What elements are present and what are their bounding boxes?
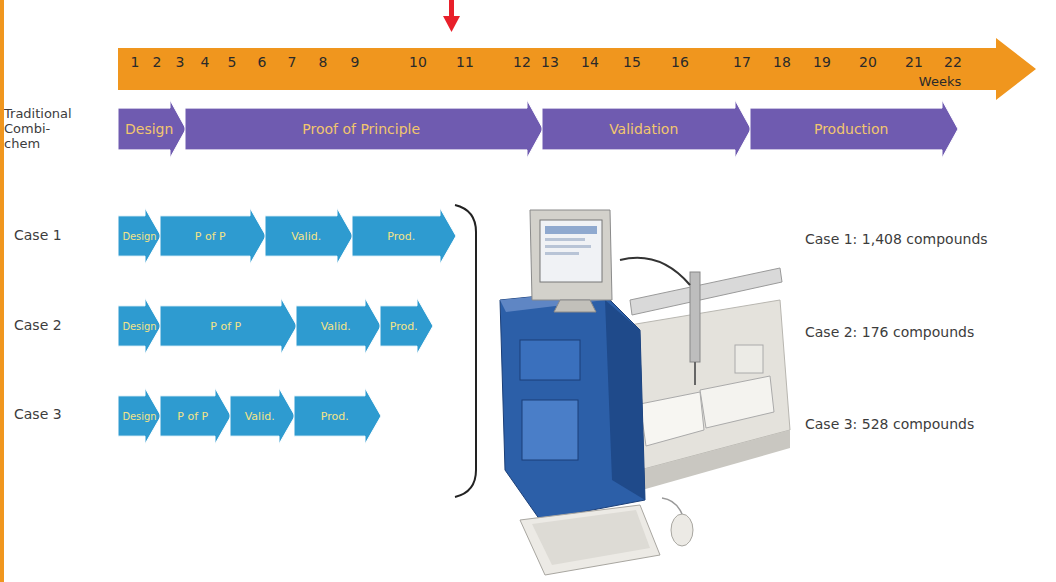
row-label: Traditional Combi-chem [4,106,66,151]
phase-chevron: Proof of Principle [185,100,543,158]
phase-name: Design [122,321,156,332]
week-number: 13 [541,54,559,70]
phase-chevron: Design [118,388,161,444]
left-rule [0,0,4,582]
arrow-shape [118,38,1036,100]
arrow-outline [352,208,456,264]
week-number: 18 [773,54,791,70]
phase-name: Valid. [245,410,281,423]
phase-name: Proof of Principle [302,121,425,137]
phase-name: Design [125,121,179,137]
phase-name: Prod. [321,410,355,423]
group-bracket [455,205,476,497]
phase-name: Validation [609,121,684,137]
phase-chevron: Validation [542,100,751,158]
week-number: 8 [319,54,328,70]
compound-count: Case 2: 176 compounds [805,324,974,341]
instrument-illustration [500,210,790,575]
compound-count: Case 3: 528 compounds [805,416,974,433]
arrow-outline [750,100,958,158]
phase-chevron: P of P [160,298,297,354]
arrow-outline [160,298,297,354]
week-number: 16 [671,54,689,70]
arrow-outline [265,208,353,264]
arrow-outline [118,298,161,354]
arrow-outline [294,388,381,444]
arrow-outline [118,208,161,264]
phase-chevron: Design [118,298,161,354]
compound-count: Case 1: 1,408 compounds [805,231,988,248]
week-number: 11 [456,54,474,70]
arrow-outline [118,388,161,444]
phase-chevron: Prod. [294,388,381,444]
phase-name: Valid. [291,230,327,243]
phase-chevron: P of P [160,208,266,264]
week-number: 15 [623,54,641,70]
arrow-outline [542,100,751,158]
phase-name: Design [122,231,156,242]
timeline-arrow: 12345678910111213141516171819202122Weeks [118,38,1036,100]
phase-chevron: Valid. [265,208,353,264]
phase-name: Design [122,411,156,422]
phase-chevron: Valid. [296,298,381,354]
phase-name: Valid. [321,320,357,333]
week-number: 21 [905,54,923,70]
phase-name: P of P [177,410,213,423]
phase-name: P of P [210,320,246,333]
arrow-outline [230,388,295,444]
week-number: 19 [813,54,831,70]
arrow-outline [380,298,433,354]
arrow-outline [160,208,266,264]
week-number: 5 [228,54,237,70]
week-number: 2 [153,54,162,70]
arrow-outline [185,100,543,158]
arrow-outline [296,298,381,354]
phase-chevron: Design [118,100,186,158]
phase-chevron: Production [750,100,958,158]
week-number: 10 [409,54,427,70]
week-number: 6 [258,54,267,70]
phase-name: P of P [195,230,231,243]
week-number: 20 [859,54,877,70]
arrow-outline [118,100,186,158]
week-number: 22 [944,54,962,70]
phase-chevron: Design [118,208,161,264]
week-number: 7 [288,54,297,70]
week-number: 17 [733,54,751,70]
week-number: 3 [176,54,185,70]
phase-chevron: Valid. [230,388,295,444]
week-number: 4 [201,54,210,70]
week-number: 12 [513,54,531,70]
phase-chevron: Prod. [380,298,433,354]
phase-name: Prod. [390,320,424,333]
arrow-outline [160,388,231,444]
phase-name: Prod. [387,230,421,243]
phase-name: Production [814,121,894,137]
phase-chevron: Prod. [352,208,456,264]
row-label: Case 2 [14,317,62,334]
arrow-outline [118,38,1036,100]
week-number: 1 [131,54,140,70]
phase-chevron: P of P [160,388,231,444]
row-label: Case 3 [14,406,62,423]
week-number: 14 [581,54,599,70]
row-label: Case 1 [14,227,62,244]
marker-arrow [443,0,460,32]
axis-unit: Weeks [919,74,961,90]
week-number: 9 [351,54,360,70]
